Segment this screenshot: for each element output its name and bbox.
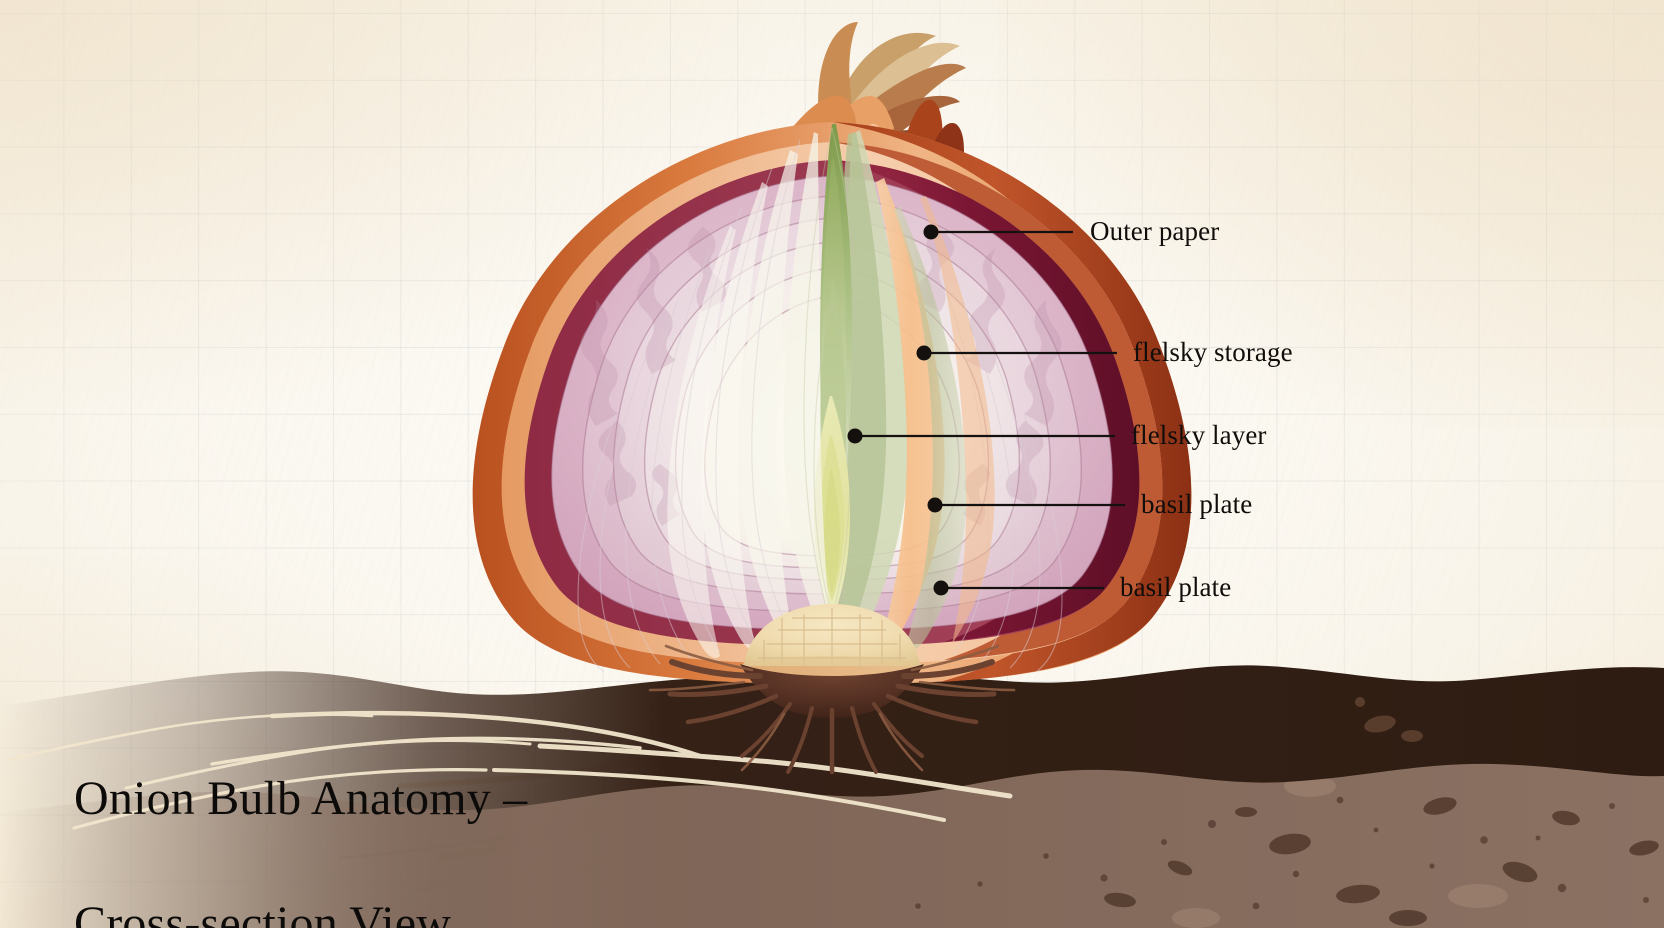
title-line-1: Onion Bulb Anatomy – xyxy=(74,772,528,826)
soil-pebbles xyxy=(1104,797,1659,926)
onion-bulb xyxy=(472,122,1192,684)
label-basil-plate-1: basil plate xyxy=(1141,489,1253,519)
roots-in-soil xyxy=(6,710,1013,830)
root-crown xyxy=(740,664,924,718)
core-striations xyxy=(803,127,863,631)
label-flelsky-layer: flelsky layer xyxy=(1131,420,1267,450)
leader-dot-flelsky-storage xyxy=(916,345,932,361)
root-crown-fibers xyxy=(667,659,997,775)
cut-edge-rim-right xyxy=(832,160,1140,642)
label-outer-paper: Outer paper xyxy=(1090,216,1220,246)
leader-dot-basil-plate-1 xyxy=(927,497,943,513)
label-flelsky-storage: flelsky storage xyxy=(1133,337,1293,367)
label-basil-plate-2: basil plate xyxy=(1120,572,1232,602)
outer-skin-right xyxy=(832,122,1192,682)
illustration-title: Onion Bulb Anatomy – Cross-section View xyxy=(74,706,527,928)
leader-dot-basil-plate-2 xyxy=(933,580,949,596)
inner-peach-sliver xyxy=(920,196,995,644)
leader-dot-flelsky-layer xyxy=(847,428,863,444)
leader-dots xyxy=(847,224,949,596)
growing-point-core xyxy=(667,124,967,658)
basal-plate-assembly xyxy=(648,604,1016,775)
leader-lines xyxy=(855,230,1125,590)
leader-dot-outer-paper xyxy=(923,224,939,240)
title-line-2: Cross-section View xyxy=(74,897,452,928)
